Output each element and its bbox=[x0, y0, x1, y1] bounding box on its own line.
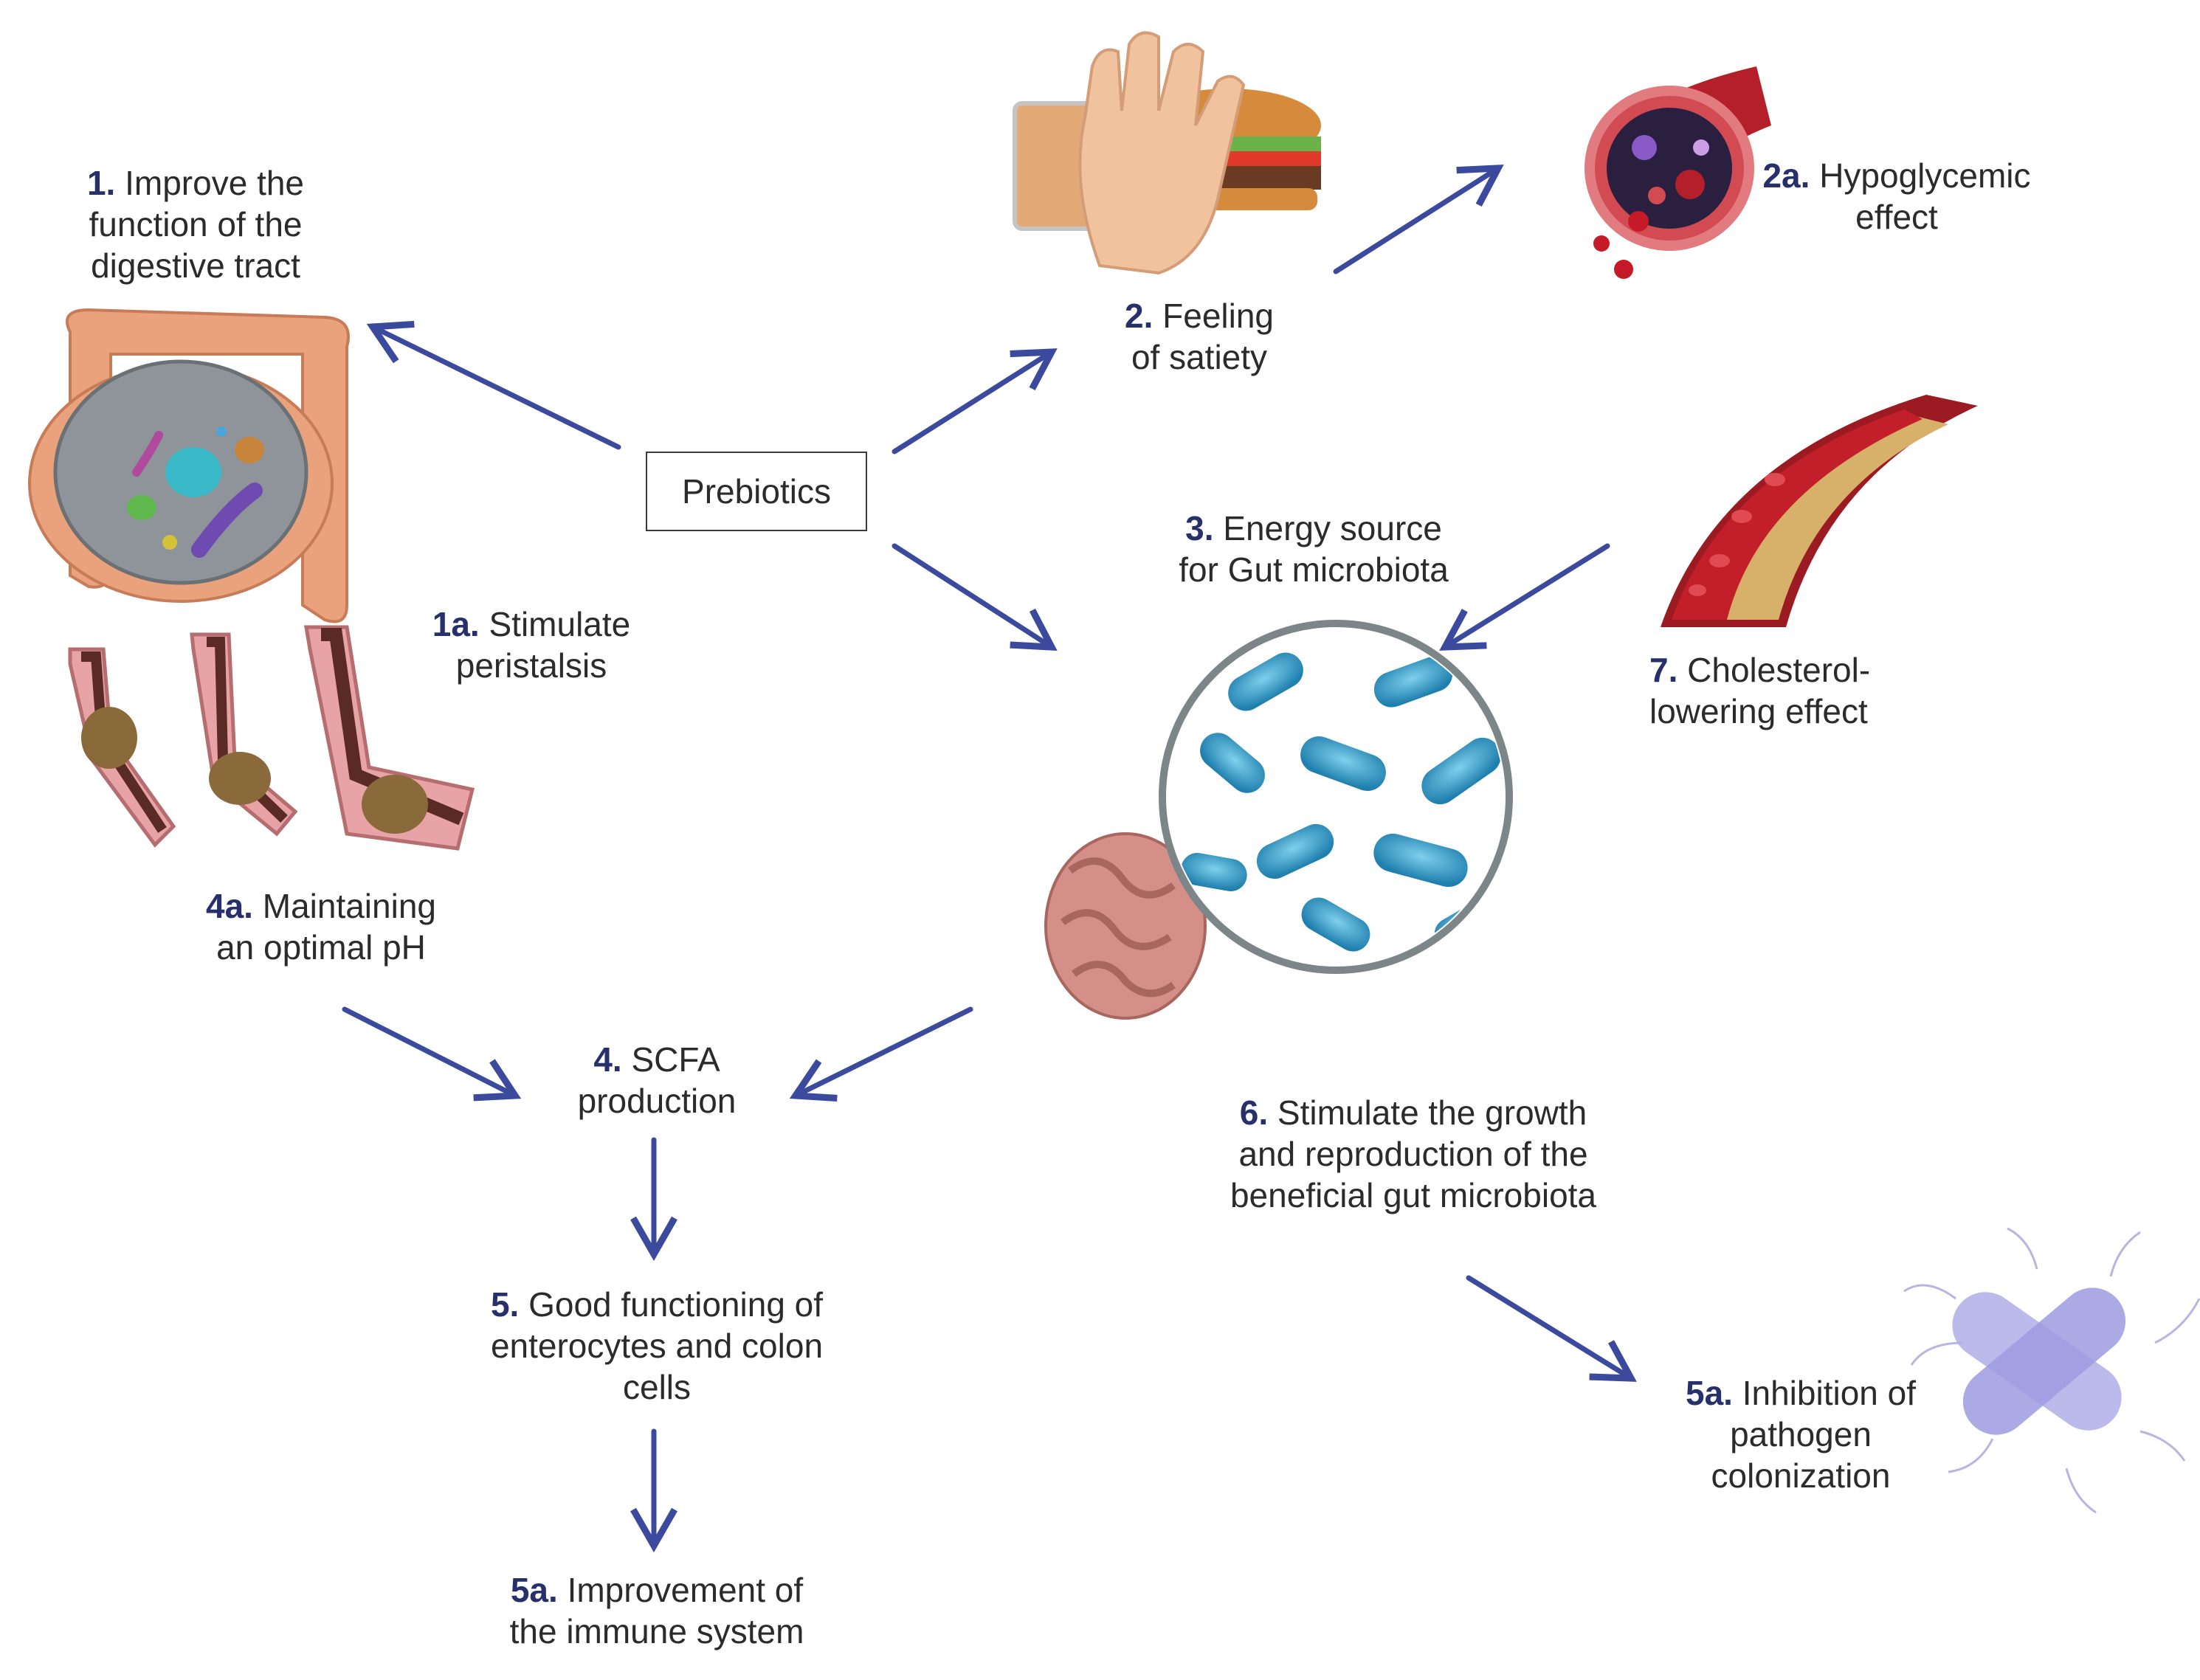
artery-plaque-icon bbox=[1661, 395, 1978, 627]
label-6: 6. Stimulate the growth and reproduction… bbox=[1230, 1093, 1597, 1214]
label-5: 5. Good functioning of enterocytes and c… bbox=[490, 1285, 824, 1406]
arrow-3-to-4 bbox=[789, 1006, 973, 1102]
label-2: 2. Feeling of satiety bbox=[1124, 297, 1275, 376]
label-1a: 1a. Stimulate peristalsis bbox=[432, 605, 631, 685]
arrow-7-to-3 bbox=[1439, 543, 1610, 651]
arrow-2-to-2a bbox=[1333, 165, 1504, 274]
arrow-prebiotics-to-2 bbox=[892, 348, 1058, 454]
digestive-tract-icon bbox=[28, 308, 350, 623]
bacteria-magnifier-icon bbox=[1159, 620, 1513, 974]
arrow-prebiotics-to-1 bbox=[366, 320, 621, 450]
arrow-4a-to-4 bbox=[342, 1006, 522, 1102]
label-5a-pathogen: 5a. Inhibition of pathogen colonization bbox=[1685, 1374, 1916, 1495]
prebiotics-label: Prebiotics bbox=[682, 472, 831, 511]
stop-hand-food-icon bbox=[1013, 31, 1321, 275]
prebiotics-box: Prebiotics bbox=[646, 452, 867, 531]
label-2a: 2a. Hypoglycemic effect bbox=[1762, 156, 2031, 236]
label-4a: 4a. Maintaining an optimal pH bbox=[206, 887, 436, 967]
label-7: 7. Cholesterol- lowering effect bbox=[1649, 651, 1871, 730]
label-5a-immune: 5a. Improvement of the immune system bbox=[509, 1571, 804, 1650]
peristalsis-icon bbox=[68, 625, 475, 851]
blood-vessel-icon bbox=[1585, 66, 1771, 279]
label-3: 3. Energy source for Gut microbiota bbox=[1179, 509, 1449, 589]
label-1: 1. Improve the function of the digestive… bbox=[86, 164, 305, 285]
label-4: 4. SCFA production bbox=[577, 1040, 737, 1120]
small-intestine-icon bbox=[1044, 832, 1207, 1020]
arrow-prebiotics-to-3 bbox=[892, 543, 1058, 651]
pathogen-bacteria-icon bbox=[1903, 1227, 2200, 1514]
arrow-6-to-5a bbox=[1466, 1275, 1637, 1382]
